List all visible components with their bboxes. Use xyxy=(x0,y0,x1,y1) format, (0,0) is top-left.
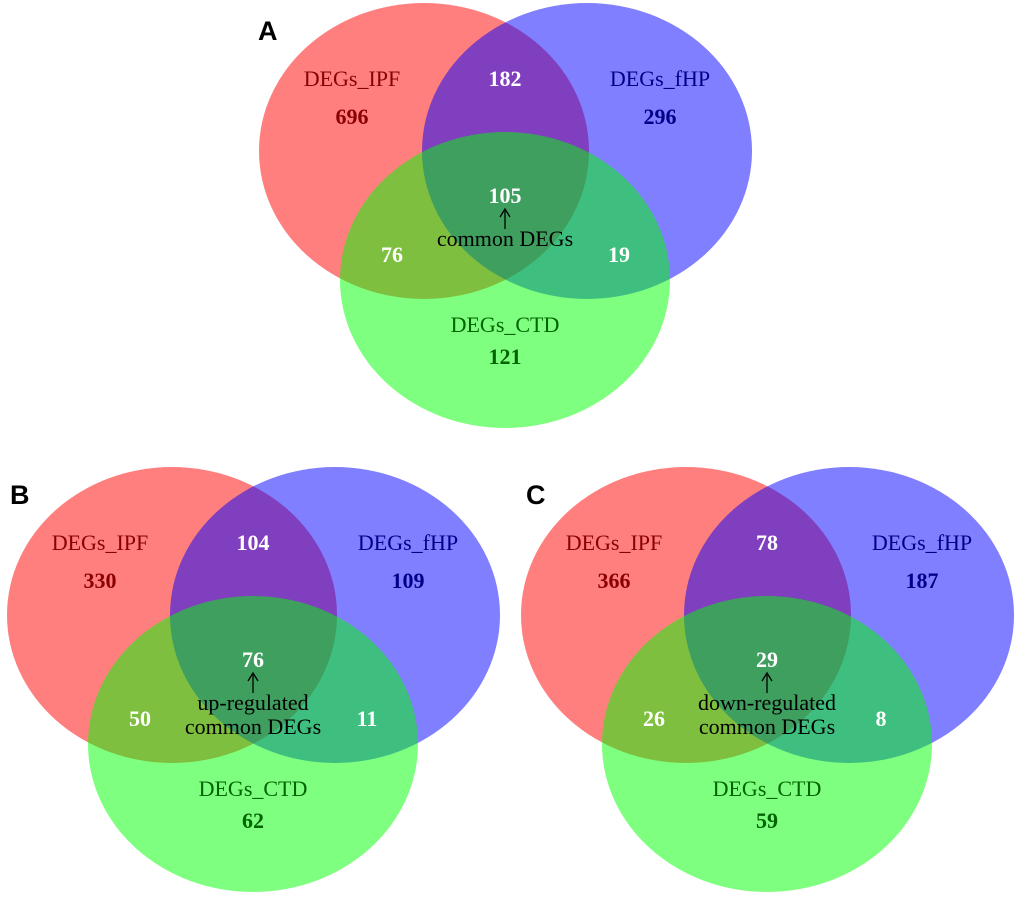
venn-panel-a: DEGs_IPF 696 DEGs_fHP 296 182 105 76 19DEGs_CTD… xyxy=(259,3,752,428)
label-fhp: DEGs_fHP xyxy=(358,530,458,555)
annotation-common-degs: down-regulated xyxy=(698,690,836,715)
annotation-common-degs: common DEGs xyxy=(437,226,573,251)
arrow-head-icon xyxy=(761,671,773,682)
label-ipf: DEGs_IPF xyxy=(566,530,663,555)
arrow-head-icon xyxy=(499,207,511,218)
label-ipf: DEGs_IPF xyxy=(52,530,149,555)
count-fhp-only: 187 xyxy=(906,568,939,593)
panel-letter: B xyxy=(10,480,30,510)
count-ipf-only: 696 xyxy=(336,104,369,129)
label-fhp: DEGs_fHP xyxy=(872,530,972,555)
count-ipf-only: 330 xyxy=(84,568,117,593)
annotation-common-degs: common DEGs xyxy=(185,714,321,739)
count-all: 29 xyxy=(756,647,778,672)
count-fhp-ctd: 19 xyxy=(608,242,630,267)
count-ipf-fhp: 78 xyxy=(756,530,778,555)
count-ctd-only: 59 xyxy=(756,808,778,833)
set-ctd-ellipse xyxy=(340,132,670,428)
label-ctd: DEGs_CTD xyxy=(713,776,822,801)
set-ctd-ellipse xyxy=(88,596,418,892)
arrow-head-icon xyxy=(247,671,259,682)
count-all: 105 xyxy=(489,183,522,208)
panel-letter: C xyxy=(526,480,546,510)
label-ipf: DEGs_IPF xyxy=(304,66,401,91)
count-ctd-only: 62 xyxy=(242,808,264,833)
count-ipf-only: 366 xyxy=(598,568,631,593)
set-ctd-ellipse xyxy=(602,596,932,892)
count-ipf-fhp: 104 xyxy=(237,530,270,555)
count-ipf-ctd: 76 xyxy=(381,242,403,267)
count-fhp-ctd: 8 xyxy=(876,706,887,731)
count-ctd-only: 121 xyxy=(489,344,522,369)
count-fhp-ctd: 11 xyxy=(357,706,378,731)
count-fhp-only: 296 xyxy=(644,104,677,129)
count-ipf-fhp: 182 xyxy=(489,66,522,91)
label-fhp: DEGs_fHP xyxy=(610,66,710,91)
panel-letter: A xyxy=(258,16,278,46)
annotation-common-degs: common DEGs xyxy=(699,714,835,739)
label-ctd: DEGs_CTD xyxy=(451,312,560,337)
label-ctd: DEGs_CTD xyxy=(199,776,308,801)
count-ipf-ctd: 26 xyxy=(643,706,665,731)
count-ipf-ctd: 50 xyxy=(129,706,151,731)
annotation-common-degs: up-regulated xyxy=(197,690,308,715)
count-all: 76 xyxy=(242,647,264,672)
count-fhp-only: 109 xyxy=(392,568,425,593)
